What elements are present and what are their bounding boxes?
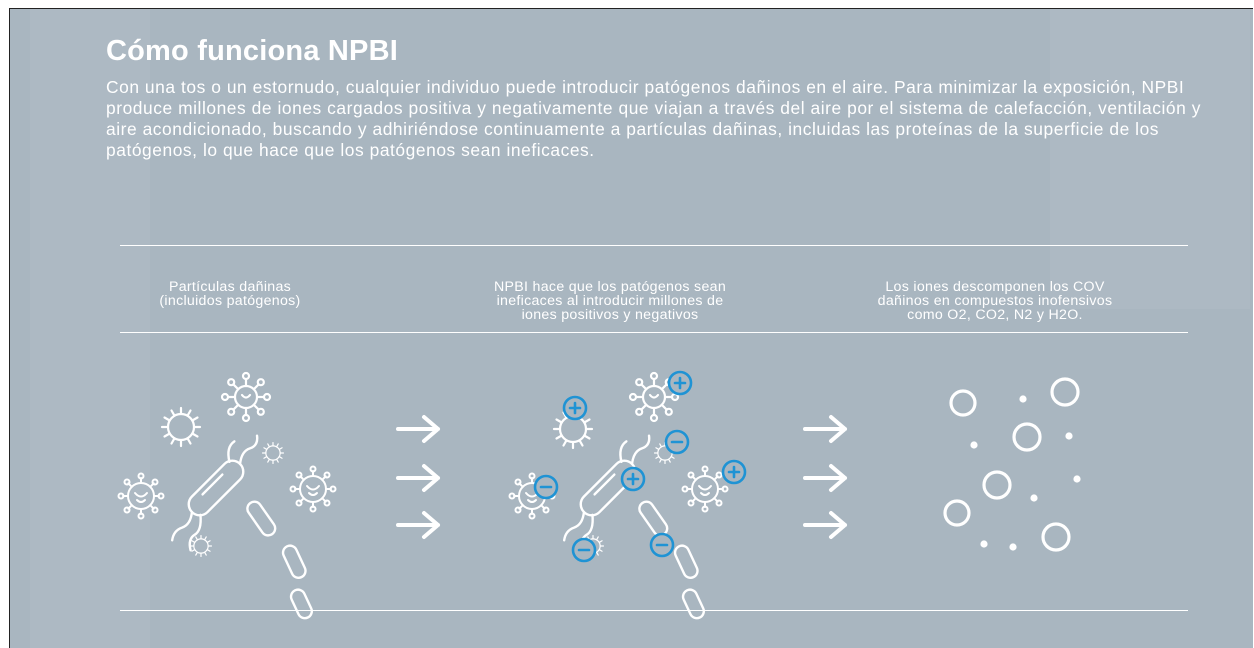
harmless-compounds-group bbox=[943, 377, 1080, 552]
bacteria-icon bbox=[152, 425, 283, 556]
molecule-circle-icon bbox=[1012, 422, 1042, 452]
virus-icon bbox=[189, 534, 213, 558]
step3-caption: Los iones descomponen los COV dañinos en… bbox=[877, 279, 1113, 323]
virus-icon bbox=[289, 465, 337, 513]
arrow-right-icon bbox=[803, 415, 847, 443]
background-texture bbox=[1050, 9, 1250, 309]
molecule-circle-icon bbox=[1050, 377, 1080, 407]
arrow-right-icon bbox=[396, 511, 440, 539]
bacilli-icon bbox=[243, 497, 316, 622]
divider-bottom bbox=[120, 610, 1188, 611]
molecule-circle-icon bbox=[982, 470, 1012, 500]
arrow-right-icon bbox=[803, 464, 847, 492]
molecule-circle-icon bbox=[943, 499, 971, 527]
negative-ion-icon bbox=[649, 532, 675, 558]
arrows-step2-to-step3 bbox=[803, 415, 847, 539]
dot-icon bbox=[1030, 494, 1038, 502]
negative-ion-icon bbox=[533, 474, 559, 500]
virus-icon bbox=[681, 465, 729, 513]
divider-top bbox=[120, 245, 1188, 246]
virus-icon bbox=[261, 441, 285, 465]
step1-caption: Partículas dañinas (incluidos patógenos) bbox=[159, 279, 301, 309]
dot-icon bbox=[970, 441, 978, 449]
background-texture bbox=[30, 9, 150, 648]
molecule-circle-icon bbox=[949, 389, 977, 417]
bacilli-icon bbox=[635, 497, 708, 622]
dot-icon bbox=[1009, 543, 1017, 551]
divider-middle bbox=[120, 332, 1188, 333]
dot-icon bbox=[1065, 432, 1073, 440]
arrows-step1-to-step2 bbox=[396, 415, 440, 539]
infographic-panel: Cómo funciona NPBI Con una tos o un esto… bbox=[9, 8, 1253, 648]
positive-ion-icon bbox=[562, 395, 588, 421]
page-title: Cómo funciona NPBI bbox=[106, 35, 398, 67]
virus-icon bbox=[160, 406, 202, 448]
harmful-particles-group bbox=[117, 371, 337, 622]
step2-caption: NPBI hace que los patógenos sean inefica… bbox=[493, 279, 727, 323]
virus-icon bbox=[220, 371, 272, 423]
negative-ion-icon bbox=[664, 429, 690, 455]
negative-ion-icon bbox=[571, 537, 597, 563]
molecule-circle-icon bbox=[1041, 522, 1071, 552]
dots-group bbox=[970, 395, 1081, 551]
positive-ion-icon bbox=[620, 466, 646, 492]
bacteria-icon bbox=[544, 425, 675, 556]
positive-ion-icon bbox=[721, 459, 747, 485]
process-illustration bbox=[117, 370, 1081, 622]
dot-icon bbox=[980, 540, 988, 548]
positive-ion-icon bbox=[667, 370, 693, 396]
arrow-right-icon bbox=[396, 415, 440, 443]
dot-icon bbox=[1073, 475, 1081, 483]
arrow-right-icon bbox=[396, 464, 440, 492]
description-text: Con una tos o un estornudo, cualquier in… bbox=[106, 77, 1201, 160]
ionized-particles-group bbox=[508, 370, 747, 622]
dot-icon bbox=[1019, 395, 1027, 403]
virus-icon bbox=[117, 472, 165, 520]
arrow-right-icon bbox=[803, 511, 847, 539]
